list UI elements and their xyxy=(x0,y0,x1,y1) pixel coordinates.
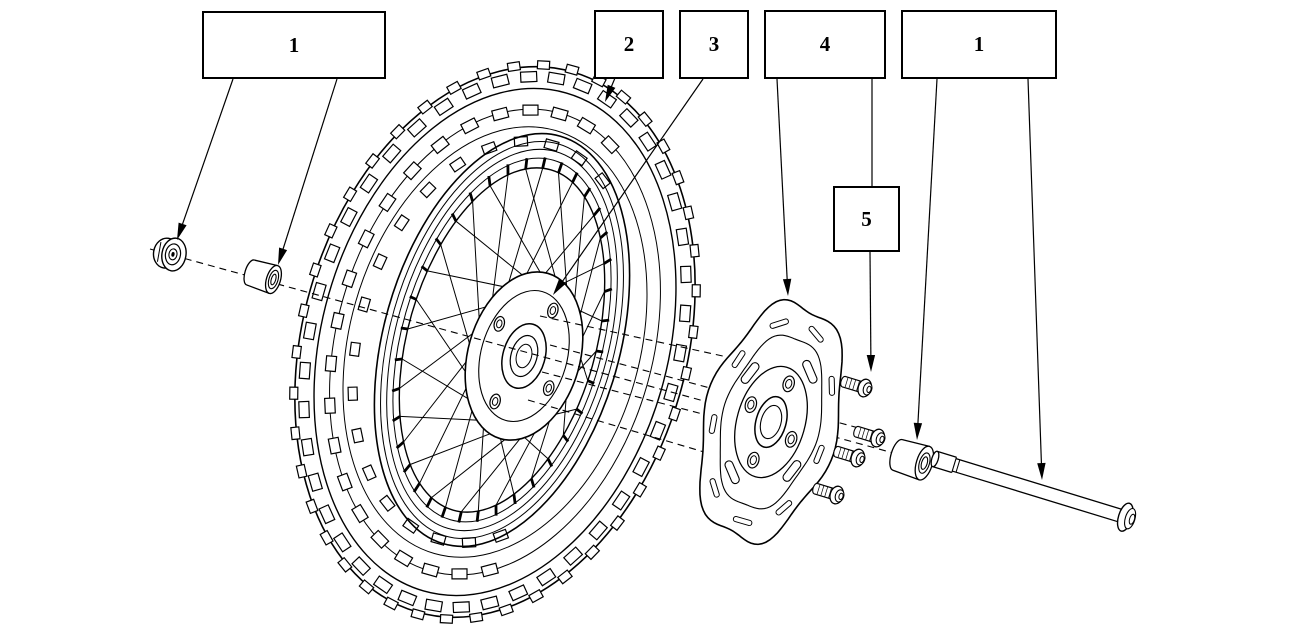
callout-label: 2 xyxy=(623,32,635,56)
disc-bolt xyxy=(853,425,886,448)
front-wheel xyxy=(289,60,701,624)
callout-label: 5 xyxy=(861,206,872,231)
callout-label: 1 xyxy=(973,32,985,56)
axle-spacer-left xyxy=(243,259,283,295)
disc-bolt xyxy=(840,375,873,398)
callout-box-3: 3 xyxy=(679,10,749,79)
callout-label: 1 xyxy=(288,32,300,57)
callout-box-1-right: 1 xyxy=(901,10,1057,79)
disc-bolt xyxy=(833,445,866,468)
callout-box-4: 4 xyxy=(764,10,886,79)
front-axle xyxy=(930,450,1137,532)
brake-disc xyxy=(699,298,843,546)
leader-lines xyxy=(177,77,1046,480)
axle-nut xyxy=(152,237,187,272)
disc-bolt xyxy=(812,482,845,505)
callout-label: 4 xyxy=(819,32,831,56)
callout-box-1-left: 1 xyxy=(202,11,386,79)
callout-box-2: 2 xyxy=(594,10,664,79)
axle-spacer-right xyxy=(889,438,935,481)
rim xyxy=(373,132,631,548)
callout-box-5: 5 xyxy=(833,186,900,252)
hub xyxy=(464,271,584,441)
callout-label: 3 xyxy=(708,32,720,56)
